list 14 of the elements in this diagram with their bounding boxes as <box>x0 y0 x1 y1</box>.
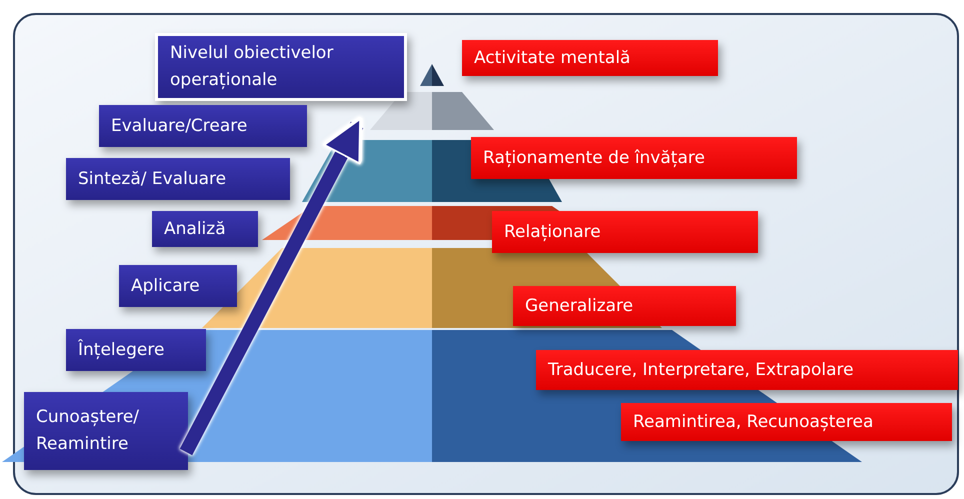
arrow <box>180 116 364 456</box>
level-label: Analiză <box>152 211 258 247</box>
activity-label: Traducere, Interpretare, Extrapolare <box>536 350 958 390</box>
activity-label: Generalizare <box>513 286 736 326</box>
level-label: Evaluare/Creare <box>99 105 307 147</box>
level-label: Sinteză/ Evaluare <box>66 158 290 200</box>
level-label: Cunoaștere/ Reamintire <box>24 392 188 470</box>
level-label: Înțelegere <box>66 329 206 371</box>
activity-label: Raționamente de învățare <box>471 137 797 179</box>
activity-label: Reamintirea, Recunoașterea <box>621 403 952 441</box>
level-label: Nivelul obiectivelor operaționale <box>155 33 407 101</box>
activity-label: Activitate mentală <box>462 40 718 76</box>
level-label: Aplicare <box>119 265 237 307</box>
activity-label: Relaționare <box>492 211 758 253</box>
